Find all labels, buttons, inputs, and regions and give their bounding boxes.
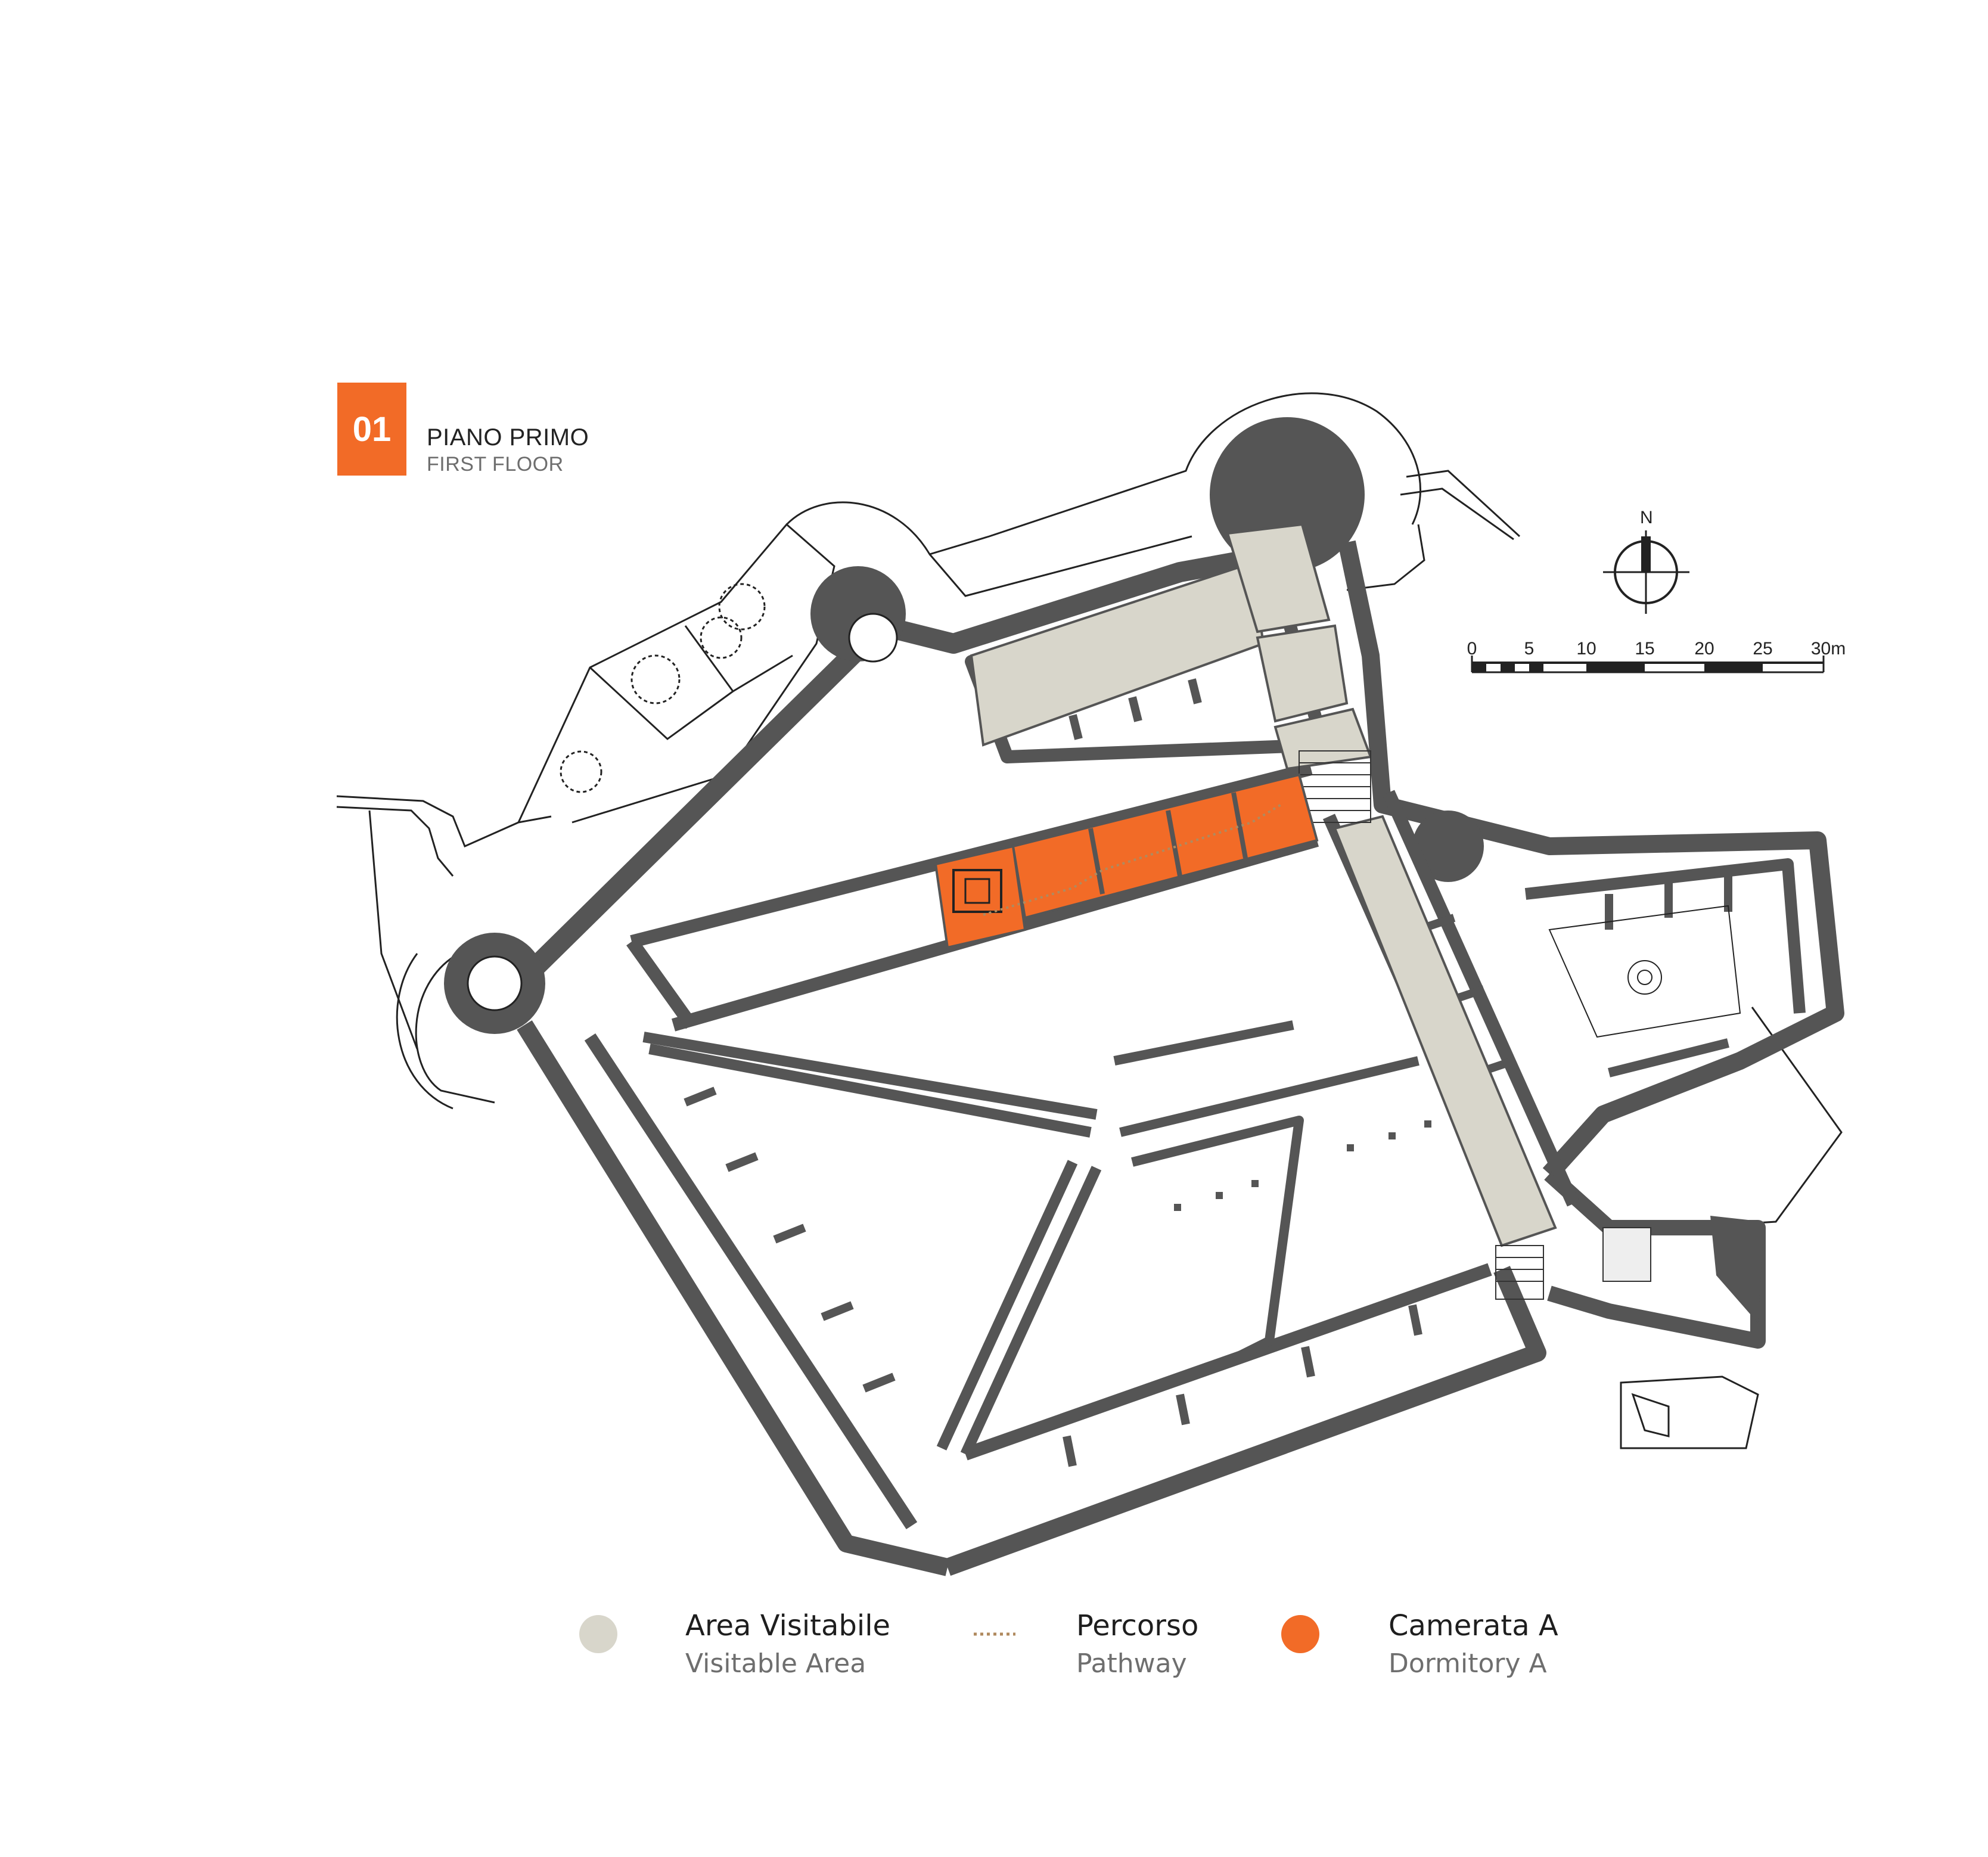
scale-tick-10: 10 [1576, 639, 1596, 659]
legend-item-visitable-area: Area Visitabile Visitable Area [685, 1609, 890, 1679]
visitable-area-swatch [579, 1615, 617, 1653]
legend-subtitle: Dormitory A [1389, 1648, 1547, 1679]
columns [1174, 1120, 1431, 1211]
scale-tick-0: 0 [1467, 639, 1477, 659]
scale-tick-5: 5 [1524, 639, 1535, 659]
compass-rose [1603, 530, 1689, 614]
partitions [684, 678, 1732, 1467]
legend-title: Area Visitabile [685, 1609, 891, 1642]
floor-number-badge: 01 [337, 383, 406, 476]
legend-subtitle: Pathway [1076, 1648, 1187, 1679]
floor-title: PIANO PRIMO [427, 424, 589, 451]
legend-title: Percorso [1076, 1609, 1199, 1642]
scale-tick-20: 20 [1694, 639, 1714, 659]
courtyard-garden [1548, 905, 1741, 1038]
north-label: N [1640, 508, 1653, 527]
legend-subtitle: Visitable Area [685, 1648, 866, 1679]
scale-tick-30m: 30m [1810, 639, 1846, 659]
legend-item-dormitory-a: Camerata A Dormitory A [1389, 1609, 1558, 1679]
scale-tick-25: 25 [1753, 639, 1773, 659]
legend-item-pathway: Percorso Pathway [1076, 1609, 1198, 1679]
scale-bar [1471, 656, 1825, 673]
dormitory-a-swatch [1281, 1615, 1319, 1653]
dormitory-a [934, 773, 1319, 949]
scale-tick-15: 15 [1635, 639, 1655, 659]
legend-title: Camerata A [1389, 1609, 1558, 1642]
building-walls [444, 417, 1844, 1576]
trees [560, 583, 766, 793]
east-bastion [1710, 1216, 1764, 1323]
visitable-area [970, 523, 1557, 1247]
floor-subtitle: FIRST FLOOR [427, 453, 564, 476]
